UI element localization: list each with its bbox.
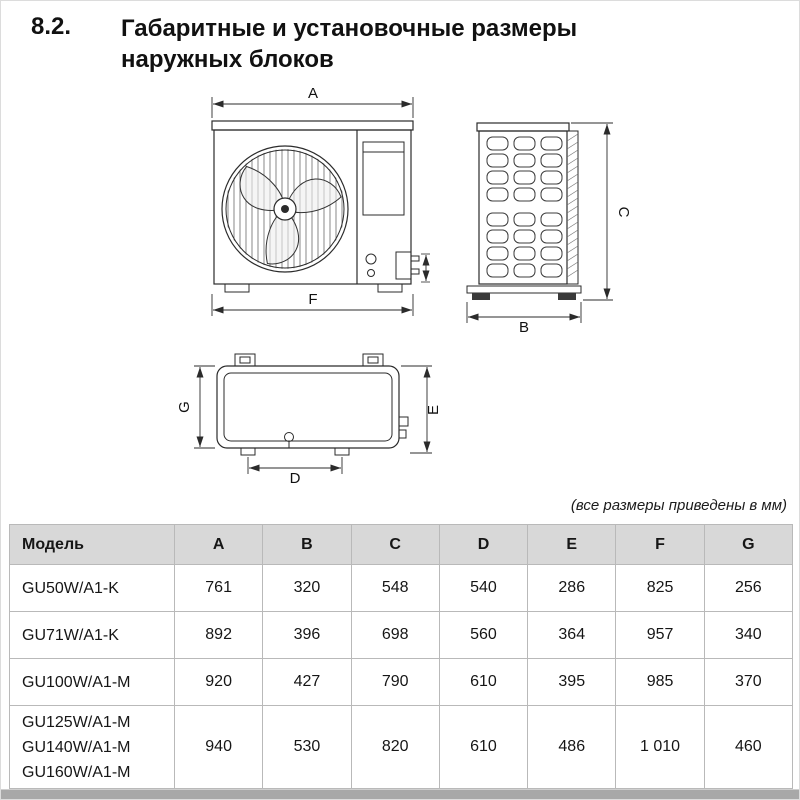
value-cell: 820 [350, 705, 440, 789]
value-cell: 364 [527, 611, 617, 659]
top-view-dimensions [194, 365, 432, 474]
coil-fin-hatch [566, 133, 579, 278]
value-cell: 396 [262, 611, 352, 659]
value-cell: 892 [173, 611, 264, 659]
louver-grid [486, 136, 563, 278]
model-name: GU125W/A1-M [22, 713, 131, 731]
model-name: GU50W/A1-K [22, 579, 119, 597]
model-name: GU160W/A1-M [22, 763, 131, 781]
table-row: GU125W/A1-M GU140W/A1-M GU160W/A1-M 940 … [9, 705, 794, 789]
value-cell: 790 [350, 658, 440, 706]
table-row: GU100W/A1-M 920 427 790 610 395 985 370 [9, 658, 794, 706]
value-cell: 370 [703, 658, 794, 706]
dim-label-c: C [615, 207, 632, 218]
value-cell: 920 [173, 658, 264, 706]
dim-label-d: D [290, 470, 301, 487]
value-cell: 395 [527, 658, 617, 706]
section-number: 8.2. [31, 13, 72, 40]
table-row: GU50W/A1-K 761 320 548 540 286 825 256 [9, 564, 794, 612]
dim-label-a: A [308, 86, 318, 102]
dim-label-e: E [425, 405, 442, 415]
header-cell-b: B [262, 524, 352, 565]
model-name: GU71W/A1-K [22, 626, 119, 644]
page-title: Габаритные и установочные размеры наружн… [121, 13, 577, 75]
value-cell: 1 010 [615, 705, 705, 789]
header-cell-d: D [438, 524, 529, 565]
dimension-drawings: A F [176, 86, 632, 487]
header-cell-model: Модель [9, 524, 175, 565]
value-cell: 610 [438, 705, 529, 789]
page-title-line1: Габаритные и установочные размеры [121, 15, 578, 42]
dimensions-table: Модель A B C D E F G GU50W/A1-K 761 320 … [9, 524, 794, 789]
header-cell-g: G [703, 524, 794, 565]
value-cell: 985 [615, 658, 705, 706]
page-bottom-edge [1, 789, 799, 799]
model-cell: GU125W/A1-M GU140W/A1-M GU160W/A1-M [9, 705, 175, 789]
value-cell: 698 [350, 611, 440, 659]
header-cell-a: A [173, 524, 264, 565]
value-cell: 286 [527, 564, 617, 612]
model-name: GU140W/A1-M [22, 738, 131, 756]
value-cell: 256 [703, 564, 794, 612]
value-cell: 320 [262, 564, 352, 612]
value-cell: 761 [173, 564, 264, 612]
units-note: (все размеры приведены в мм) [570, 497, 787, 514]
dim-label-g: G [176, 401, 193, 413]
value-cell: 560 [438, 611, 529, 659]
model-cell: GU71W/A1-K [9, 611, 175, 659]
value-cell: 940 [173, 705, 264, 789]
header-cell-c: C [350, 524, 440, 565]
dim-label-b: B [519, 319, 529, 336]
fan-blades [239, 165, 342, 265]
side-view-dimensions [466, 122, 613, 323]
value-cell: 610 [438, 658, 529, 706]
value-cell: 825 [615, 564, 705, 612]
page-title-line2: наружных блоков [121, 46, 334, 73]
dim-label-f: F [308, 291, 317, 308]
value-cell: 540 [438, 564, 529, 612]
value-cell: 957 [615, 611, 705, 659]
top-view-drawing [216, 353, 409, 456]
model-cell: GU100W/A1-M [9, 658, 175, 706]
value-cell: 486 [527, 705, 617, 789]
front-view-dimensions [211, 97, 430, 316]
side-view-drawing [466, 122, 582, 300]
value-cell: 548 [350, 564, 440, 612]
front-view-drawing [211, 120, 420, 293]
model-cell: GU50W/A1-K [9, 564, 175, 612]
value-cell: 530 [262, 705, 352, 789]
value-cell: 427 [262, 658, 352, 706]
model-name: GU100W/A1-M [22, 673, 131, 691]
value-cell: 460 [703, 705, 794, 789]
header-cell-f: F [615, 524, 705, 565]
table-row: GU71W/A1-K 892 396 698 560 364 957 340 [9, 611, 794, 659]
header-cell-e: E [527, 524, 617, 565]
value-cell: 340 [703, 611, 794, 659]
table-header-row: Модель A B C D E F G [9, 524, 794, 565]
